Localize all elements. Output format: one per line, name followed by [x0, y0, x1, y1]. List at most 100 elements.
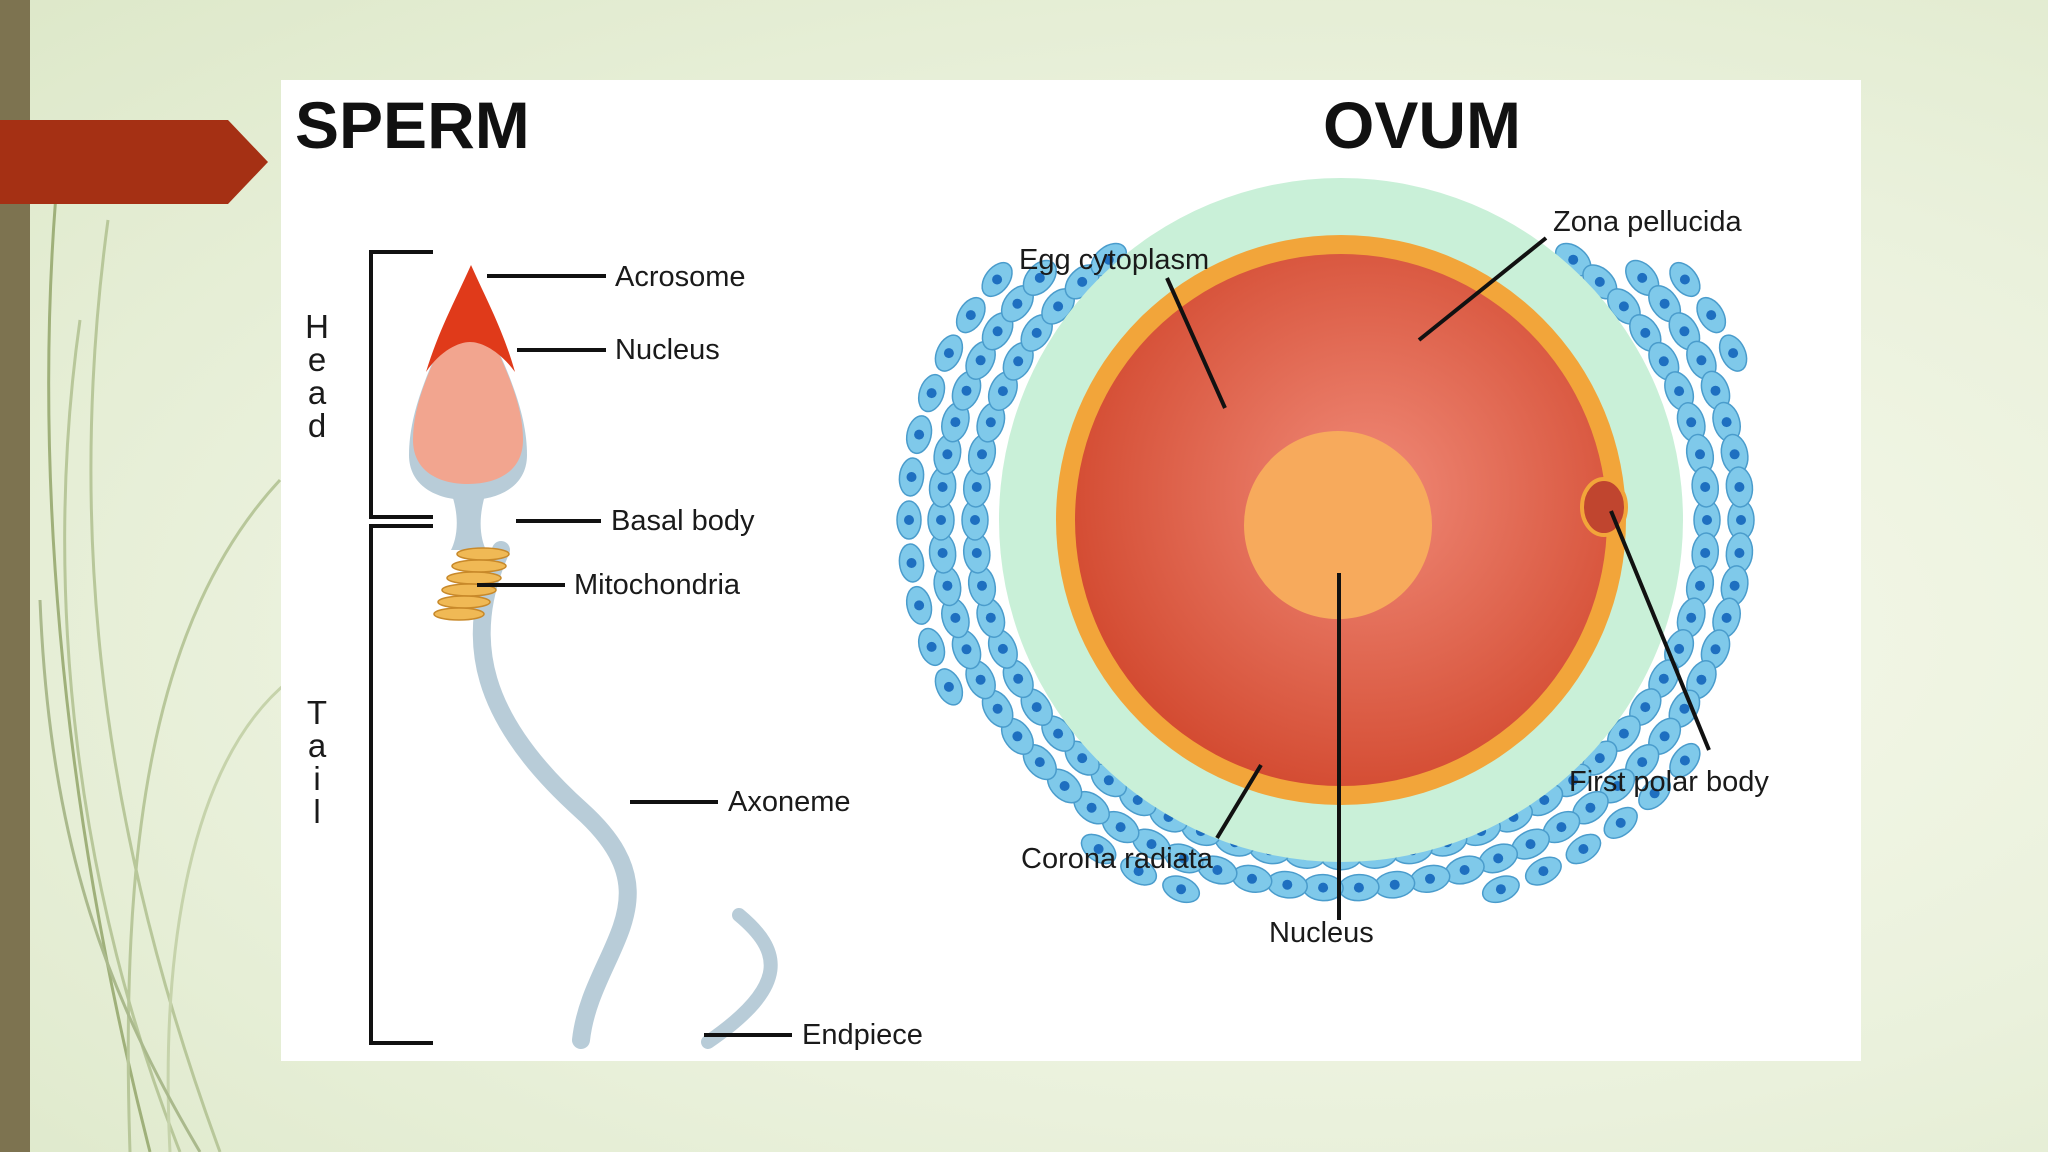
corona-cell-nucleus [1594, 753, 1605, 764]
corona-cell-nucleus [1178, 853, 1189, 864]
corona-cell-nucleus [1658, 673, 1669, 684]
corona-cell-nucleus [1115, 822, 1126, 833]
corona-cell-nucleus [961, 385, 972, 396]
corona-cell-nucleus [936, 515, 946, 525]
corona-cell-nucleus [937, 548, 948, 558]
corona-cell-nucleus [1594, 276, 1605, 287]
corona-cell-nucleus [1568, 254, 1579, 265]
sperm-acrosome-shape [426, 265, 515, 372]
egg-cytoplasm-label: Egg cytoplasm [1019, 244, 1209, 276]
corona-radiata-label: Corona radiata [1021, 843, 1214, 875]
corona-cell-nucleus [1568, 775, 1579, 786]
endpiece-label: Endpiece [802, 1019, 923, 1051]
corona-cell-nucleus [1013, 673, 1024, 684]
corona-cell-nucleus [1710, 385, 1721, 396]
diagram-panel: SPERM H e a d T a i l [281, 80, 1861, 1061]
head-letter-d: d [308, 407, 326, 444]
corona-cell-nucleus [975, 355, 986, 366]
zona-pellucida-pointer-line [1417, 236, 1548, 342]
corona-radiata-pointer-line [1215, 763, 1263, 840]
corona-cell-nucleus [1389, 879, 1400, 890]
sperm-tail-shape [472, 541, 637, 1049]
corona-cell-nucleus [1679, 326, 1690, 337]
corona-cell-nucleus [926, 641, 937, 652]
corona-cell-nucleus [1053, 728, 1064, 739]
corona-cell-nucleus [1556, 822, 1567, 833]
corona-cell-nucleus [1700, 548, 1711, 558]
corona-cell-nucleus [985, 417, 996, 428]
corona-cell-nucleus [1146, 839, 1157, 850]
corona-cell-nucleus [1734, 548, 1745, 558]
corona-cell-nucleus [1706, 310, 1717, 321]
corona-cell-nucleus [1247, 873, 1257, 884]
corona-cell-nucleus [1013, 356, 1024, 367]
corona-cell-nucleus [1695, 580, 1705, 591]
corona-cell-nucleus [1493, 853, 1504, 864]
corona-cell-nucleus [1282, 879, 1293, 890]
corona-cell-nucleus [1659, 298, 1670, 309]
corona-cell-nucleus [1659, 731, 1670, 742]
corona-cell-nucleus [1729, 580, 1740, 591]
corona-cell-nucleus [1674, 643, 1685, 654]
corona-cell-nucleus [950, 612, 961, 623]
corona-cell-nucleus [906, 558, 917, 568]
corona-cell-nucleus [1133, 866, 1144, 877]
corona-cell-nucleus [992, 326, 1003, 337]
decorative-grass-lines [38, 149, 291, 1152]
corona-cell-nucleus [1696, 355, 1707, 366]
corona-cell-nucleus [1012, 731, 1023, 742]
tail-letter-a: a [308, 727, 327, 764]
corona-cell-nucleus [1686, 612, 1697, 623]
sperm-nucleus-shape [413, 292, 523, 484]
first-polar-body-pointer-line [1609, 510, 1711, 751]
corona-cell-nucleus [1721, 612, 1732, 623]
ovum-nucleus-shape [1244, 431, 1432, 619]
corona-cell-nucleus [1640, 702, 1651, 713]
corona-cell-nucleus [1710, 644, 1721, 655]
corona-cell-nucleus [1686, 417, 1697, 428]
ovum-title: OVUM [1323, 88, 1521, 162]
zona-pellucida-label: Zona pellucida [1553, 206, 1742, 238]
corona-cell-nucleus [992, 274, 1003, 285]
corona-cell-nucleus [977, 580, 987, 591]
first-polar-body-label: First polar body [1569, 766, 1769, 798]
tail-letter-l: l [313, 793, 320, 830]
corona-cell-nucleus [971, 548, 982, 558]
corona-cell-nucleus [1658, 356, 1669, 367]
corona-cell-nucleus [992, 703, 1003, 714]
corona-cell-nucleus [1612, 781, 1623, 791]
corona-cell-nucleus [1637, 272, 1648, 283]
tail-letter-i: i [313, 760, 320, 797]
corona-cell-nucleus [1031, 702, 1042, 713]
corona-cell-nucleus [1721, 417, 1732, 428]
corona-cell-nucleus [1077, 753, 1088, 764]
corona-cell-nucleus [1103, 775, 1114, 786]
axoneme-label: Axoneme [728, 786, 851, 818]
corona-cell-nucleus [1618, 728, 1629, 739]
corona-cell-nucleus [1086, 802, 1097, 813]
corona-cell-nucleus [943, 681, 954, 692]
corona-cell-nucleus [1695, 449, 1705, 460]
corona-cell-nucleus [942, 449, 953, 460]
corona-cell-nucleus [1728, 348, 1739, 359]
corona-cell-nucleus [1176, 884, 1187, 895]
egg-cytoplasm-pointer-line [1165, 277, 1227, 409]
corona-cell-nucleus [961, 644, 972, 655]
corona-cell-nucleus [1212, 865, 1223, 875]
corona-cell-nucleus [1093, 844, 1104, 854]
mitochondria-label: Mitochondria [574, 569, 741, 601]
corona-cell-nucleus [1525, 839, 1536, 850]
corona-cell-nucleus [906, 472, 917, 482]
corona-cell-nucleus [997, 386, 1008, 397]
corona-cell-nucleus [937, 482, 948, 492]
corona-cell-nucleus [1103, 254, 1114, 265]
head-letter-h: H [305, 308, 329, 345]
corona-cell-nucleus [1318, 882, 1329, 893]
ovum-nucleus-label: Nucleus [1269, 917, 1374, 949]
corona-cell-nucleus [1736, 515, 1746, 525]
corona-cell-nucleus [965, 310, 976, 321]
corona-cell-nucleus [1618, 301, 1629, 312]
corona-cell-nucleus [1734, 482, 1745, 492]
corona-cell-nucleus [1674, 386, 1685, 397]
corona-cell-nucleus [1132, 795, 1143, 805]
